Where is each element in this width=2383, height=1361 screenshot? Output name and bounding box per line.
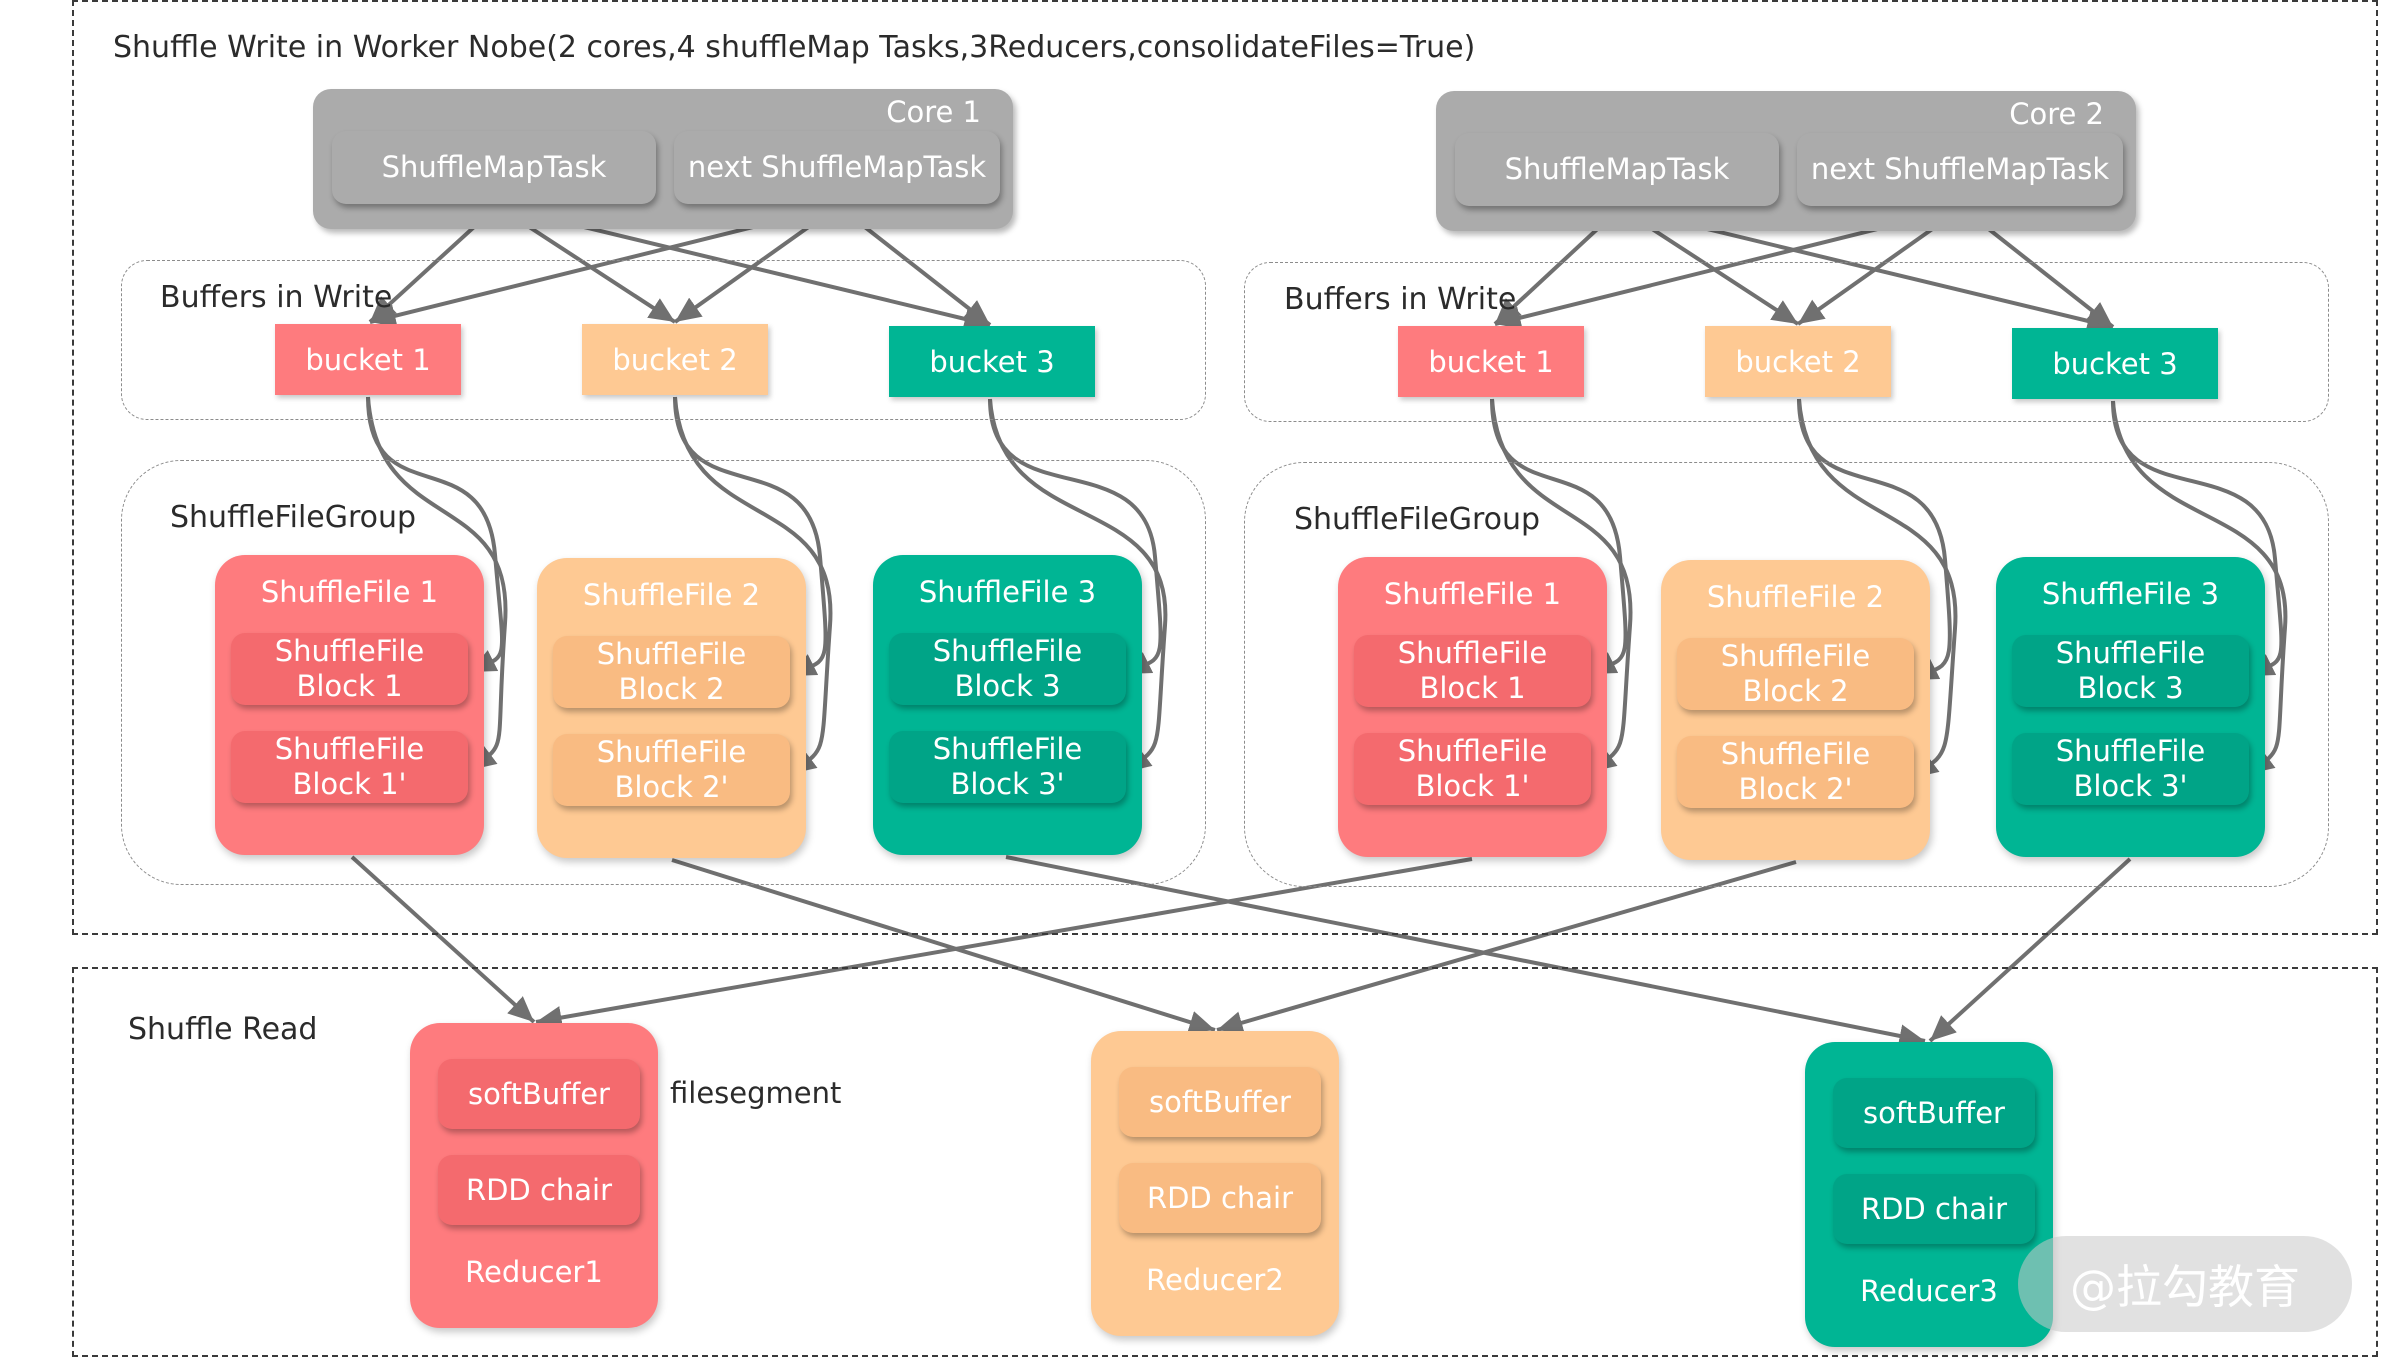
core-1-bucket-2: bucket 2: [582, 324, 768, 395]
core-1-shufflefile-2: ShuffleFile 2 ShuffleFile Block 2 Shuffl…: [537, 558, 806, 858]
core-2-file-3-to-reducer-3-arrow: [1928, 857, 2132, 1043]
core-1-shufflefile-3: ShuffleFile 3 ShuffleFile Block 3 Shuffl…: [873, 555, 1142, 855]
core-2-label: Core 2: [2009, 97, 2104, 131]
reducer-3: softBuffer RDD chair Reducer3: [1805, 1042, 2053, 1347]
core-2-shufflefile-2: ShuffleFile 2 ShuffleFile Block 2 Shuffl…: [1661, 560, 1930, 860]
reducer-1-rdd-chain: RDD chair: [438, 1155, 640, 1225]
core-2-next-shufflemaptask: next ShuffleMapTask: [1797, 133, 2123, 206]
core-2-shufflefile-block-2: ShuffleFile Block 2: [1677, 638, 1914, 710]
core-1-buffers-title: Buffers in Write: [160, 280, 393, 315]
core-1-shufflefile-1-title: ShuffleFile 1: [260, 575, 439, 609]
core-2-shufflefile-block-1: ShuffleFile Block 1: [1354, 635, 1591, 707]
core-2-bucket-1-to-block-arrow: [1490, 398, 1628, 676]
core-2-file-2-to-reducer-2-arrow: [1216, 860, 1797, 1035]
core-1-next-shufflemaptask: next ShuffleMapTask: [674, 131, 1000, 204]
core-2-shufflefile-block-1-prime: ShuffleFile Block 1': [1354, 733, 1591, 805]
core-1-bucket-1-to-block-prime-arrow: [366, 396, 508, 772]
reducer-1: softBuffer RDD chair Reducer1: [410, 1023, 658, 1328]
core-1-shufflefile-3-title: ShuffleFile 3: [918, 575, 1097, 609]
core-2-buffers-title: Buffers in Write: [1284, 282, 1517, 317]
core-2-shufflefile-block-2-prime: ShuffleFile Block 2': [1677, 736, 1914, 808]
core-1-shufflefile-block-3-prime: ShuffleFile Block 3': [889, 731, 1126, 803]
core-2-filegroup-title: ShuffleFileGroup: [1294, 502, 1541, 537]
reducer-3-softbuffer: softBuffer: [1833, 1078, 2035, 1148]
reducer-1-softbuffer: softBuffer: [438, 1059, 640, 1129]
core-1-shufflefile-block-1-prime: ShuffleFile Block 1': [231, 731, 468, 803]
core-1-shufflefile-2-title: ShuffleFile 2: [582, 578, 761, 612]
shuffle-write-region: [72, 0, 2378, 935]
core-2-bucket-2-to-block-arrow: [1797, 398, 1952, 682]
core-2-bucket-2: bucket 2: [1705, 326, 1891, 397]
core-2-shufflefile-3-title: ShuffleFile 3: [2041, 577, 2220, 611]
reducer-2: softBuffer RDD chair Reducer2: [1091, 1031, 1339, 1336]
core-1-label: Core 1: [886, 95, 981, 129]
core-1-shufflefile-1: ShuffleFile 1 ShuffleFile Block 1 Shuffl…: [215, 555, 484, 855]
shuffle-read-region: [72, 967, 2378, 1357]
core-1-bucket-2-to-block-arrow: [673, 396, 828, 678]
filesegment-label: filesegment: [670, 1076, 842, 1110]
core-1-file-2-to-reducer-2-arrow: [671, 858, 1216, 1034]
core-1-bucket-2-to-block-prime-arrow: [673, 396, 833, 776]
reducer-2-name: Reducer2: [1146, 1263, 1284, 1297]
reducer-3-rdd-chain: RDD chair: [1833, 1174, 2035, 1244]
core-1-filegroup: [121, 460, 1206, 885]
core-2-bucket-3: bucket 3: [2012, 328, 2218, 399]
core-1-shufflemaptask: ShuffleMapTask: [332, 131, 656, 204]
core-2-bucket-3-to-block-prime-arrow: [2111, 400, 2288, 776]
core-1-bucket-1: bucket 1: [275, 324, 461, 395]
core-2-buffers-group: [1244, 262, 2329, 422]
core-1-file-3-to-reducer-3-arrow: [1005, 855, 1926, 1048]
core-2-shufflefile-2-title: ShuffleFile 2: [1706, 580, 1885, 614]
core-1-filegroup-title: ShuffleFileGroup: [170, 500, 417, 535]
core-2-bucket-2-to-block-prime-arrow: [1797, 398, 1958, 780]
core-2-filegroup: [1244, 462, 2329, 887]
shuffle-write-title: Shuffle Write in Worker Nobe(2 cores,4 s…: [113, 30, 1476, 65]
core-1-shufflefile-block-3: ShuffleFile Block 3: [889, 633, 1126, 705]
core-2-shufflefile-block-3-prime: ShuffleFile Block 3': [2012, 733, 2249, 805]
core-2-shufflefile-1-title: ShuffleFile 1: [1383, 577, 1562, 611]
core-2-shufflefile-block-3: ShuffleFile Block 3: [2012, 635, 2249, 707]
core-2-bucket-1-to-block-prime-arrow: [1490, 398, 1633, 774]
reducer-1-name: Reducer1: [465, 1255, 603, 1289]
core-1-shufflefile-block-1: ShuffleFile Block 1: [231, 633, 468, 705]
core-2-shufflefile-3: ShuffleFile 3 ShuffleFile Block 3 Shuffl…: [1996, 557, 2265, 857]
reducer-3-name: Reducer3: [1860, 1274, 1998, 1308]
core-1-bucket-3-to-block-prime-arrow: [988, 398, 1168, 774]
core-1-bucket-1-to-block-arrow: [366, 396, 504, 674]
core-2-shufflemaptask: ShuffleMapTask: [1455, 133, 1779, 206]
core-2-shufflefile-1: ShuffleFile 1 ShuffleFile Block 1 Shuffl…: [1338, 557, 1607, 857]
core-1-bucket-3-to-block-arrow: [988, 398, 1163, 676]
core-1-shufflefile-block-2-prime: ShuffleFile Block 2': [553, 734, 790, 806]
watermark: @拉勾教育: [2018, 1236, 2352, 1332]
core-1-shufflefile-block-2: ShuffleFile Block 2: [553, 636, 790, 708]
core-2-bucket-3-to-block-arrow: [2111, 400, 2284, 678]
core-2-bucket-1: bucket 1: [1398, 326, 1584, 397]
reducer-2-softbuffer: softBuffer: [1119, 1067, 1321, 1137]
core-1-buffers-group: [121, 260, 1206, 420]
reducer-2-rdd-chain: RDD chair: [1119, 1163, 1321, 1233]
core-1-bucket-3: bucket 3: [889, 326, 1095, 397]
shuffle-read-title: Shuffle Read: [128, 1012, 318, 1047]
